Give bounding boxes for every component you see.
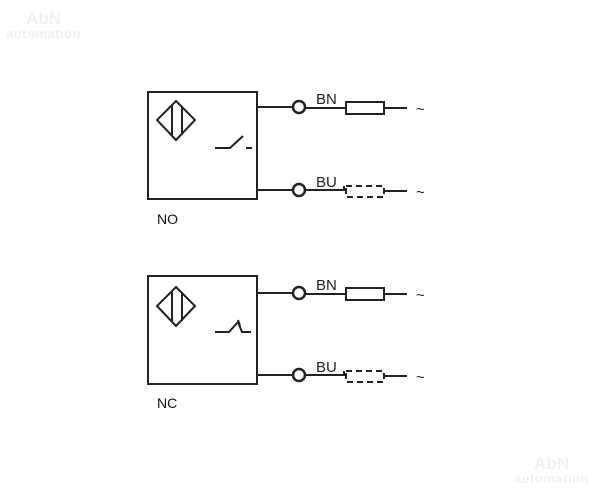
- watermark-text: automation: [514, 471, 590, 486]
- diagram-nc: [147, 275, 407, 385]
- tilde: ~: [416, 184, 425, 201]
- sensor-box: [147, 91, 258, 200]
- switch-no-icon: [215, 135, 244, 149]
- watermark-bottom-right: AbN automation: [514, 455, 589, 485]
- terminal-bn: [291, 285, 307, 301]
- label-bu: BU: [316, 359, 337, 376]
- label-bn: BN: [316, 277, 337, 294]
- resistor-icon: [345, 287, 385, 301]
- tilde: ~: [416, 101, 425, 118]
- watermark-text: automation: [6, 26, 82, 41]
- watermark-text: AbN: [26, 9, 61, 28]
- watermark-top-left: AbN automation: [6, 10, 81, 40]
- label-bu: BU: [316, 174, 337, 191]
- diagram-no: [147, 91, 407, 200]
- label-bn: BN: [316, 91, 337, 108]
- load-dashed-icon: [345, 370, 385, 383]
- sensor-box: [147, 275, 258, 385]
- watermark-text: AbN: [534, 454, 569, 473]
- tilde: ~: [416, 287, 425, 304]
- sensor-diamond-icon: [155, 285, 197, 328]
- resistor-icon: [345, 101, 385, 115]
- sensor-diamond-icon: [155, 99, 197, 142]
- load-dashed-icon: [345, 185, 385, 198]
- diagram-title-no: NO: [157, 211, 178, 227]
- terminal-bu: [291, 182, 307, 198]
- switch-nc-icon: [215, 320, 251, 333]
- terminal-bu: [291, 367, 307, 383]
- terminal-bn: [291, 99, 307, 115]
- tilde: ~: [416, 369, 425, 386]
- diagram-title-nc: NC: [157, 395, 177, 411]
